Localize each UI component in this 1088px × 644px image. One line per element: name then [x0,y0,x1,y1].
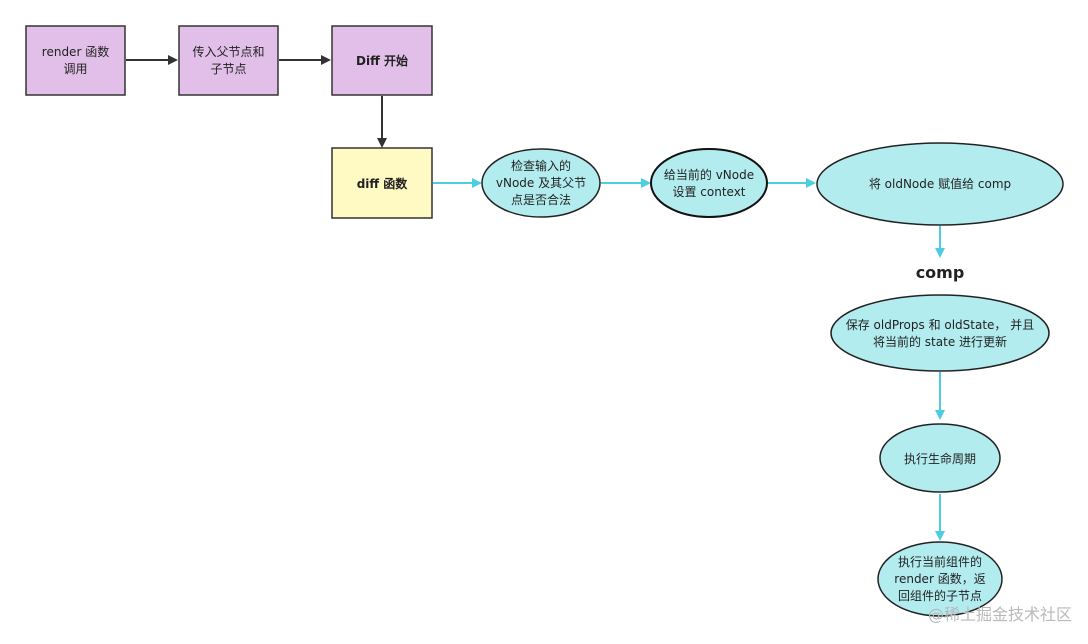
node-text: 保存 oldProps 和 oldState， 并且 [846,318,1035,332]
node-run-render: 执行当前组件的 render 函数，返 回组件的子节点 [877,541,1003,617]
node-text: 回组件的子节点 [898,588,982,603]
node-text: Diff 开始 [356,53,408,68]
node-assign-oldnode: 将 oldNode 赋值给 comp [816,142,1064,226]
node-check-vnode: 检查输入的 vNode 及其父节 点是否合法 [481,148,601,218]
node-text: 将 oldNode 赋值给 comp [869,176,1011,191]
comp-label: comp [916,263,965,282]
node-text: 调用 [63,62,87,76]
watermark-text: @稀土掘金技术社区 [928,605,1072,624]
node-text: 执行当前组件的 [898,554,982,569]
node-text: 子节点 [210,62,246,76]
node-text: render 函数 [42,44,109,59]
node-set-context: 给当前的 vNode 设置 context [650,148,768,218]
node-diff-start: Diff 开始 [331,25,433,96]
node-text: 设置 context [672,185,745,199]
node-diff-function: diff 函数 [331,147,433,219]
node-run-lifecycle: 执行生命周期 [879,423,1001,493]
connectors [126,55,945,541]
node-text: 检查输入的 [511,158,571,173]
node-save-props-state: 保存 oldProps 和 oldState， 并且 将当前的 state 进行… [830,294,1050,372]
node-text: 给当前的 vNode [664,167,754,182]
node-text: 点是否合法 [511,192,571,207]
node-text: 将当前的 state 进行更新 [873,334,1007,349]
node-text: 执行生命周期 [904,451,976,466]
node-pass-parent-child: 传入父节点和 子节点 [178,25,279,96]
node-text: vNode 及其父节 [496,176,586,190]
node-text: render 函数，返 [894,571,985,586]
node-text: diff 函数 [357,176,409,191]
node-render-call: render 函数 调用 [25,25,126,96]
node-text: 传入父节点和 [192,44,264,59]
